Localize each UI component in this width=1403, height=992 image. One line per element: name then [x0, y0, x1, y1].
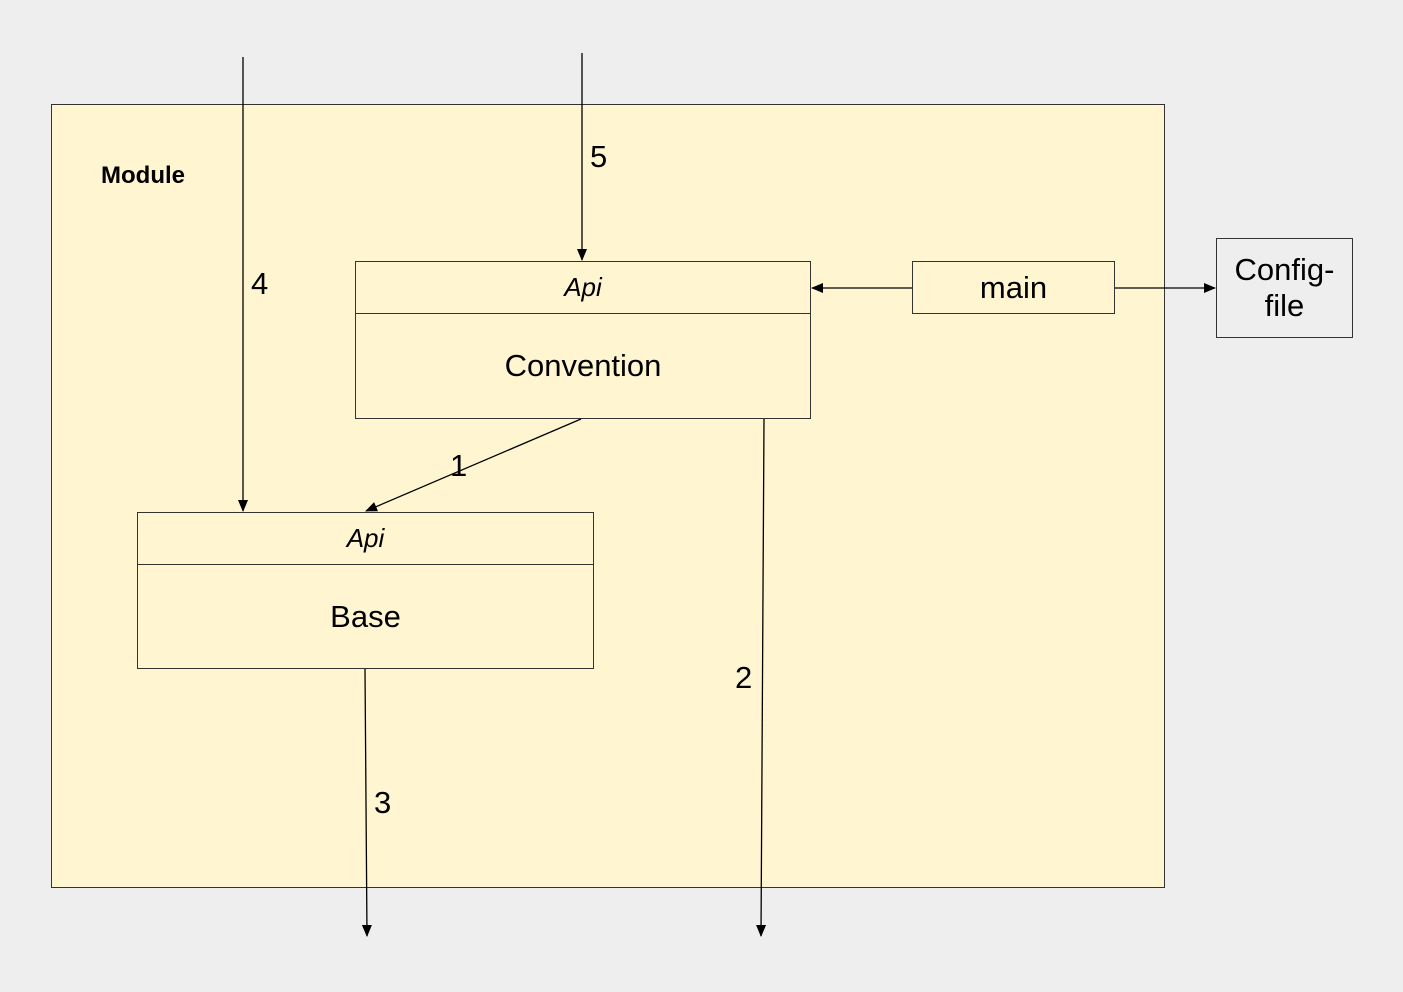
convention-name: Convention [504, 348, 662, 383]
module-label: Module [101, 162, 185, 189]
module-container [51, 104, 1165, 888]
edge-3-label: 3 [374, 785, 392, 820]
edge-5-label: 5 [590, 139, 608, 174]
base-name: Base [330, 598, 401, 634]
edge-2-label: 2 [735, 660, 753, 695]
convention-api-label: Api [356, 262, 810, 314]
edge-1-label: 1 [450, 448, 468, 483]
base-component[interactable]: Api Base [137, 512, 594, 669]
config-file-box[interactable]: Config- file [1216, 238, 1353, 338]
edge-4-label: 4 [251, 266, 269, 301]
main-box[interactable]: main [912, 261, 1115, 314]
base-api-label: Api [138, 513, 593, 565]
config-file-label: Config- file [1234, 252, 1335, 323]
convention-component[interactable]: Api Convention [355, 261, 811, 419]
